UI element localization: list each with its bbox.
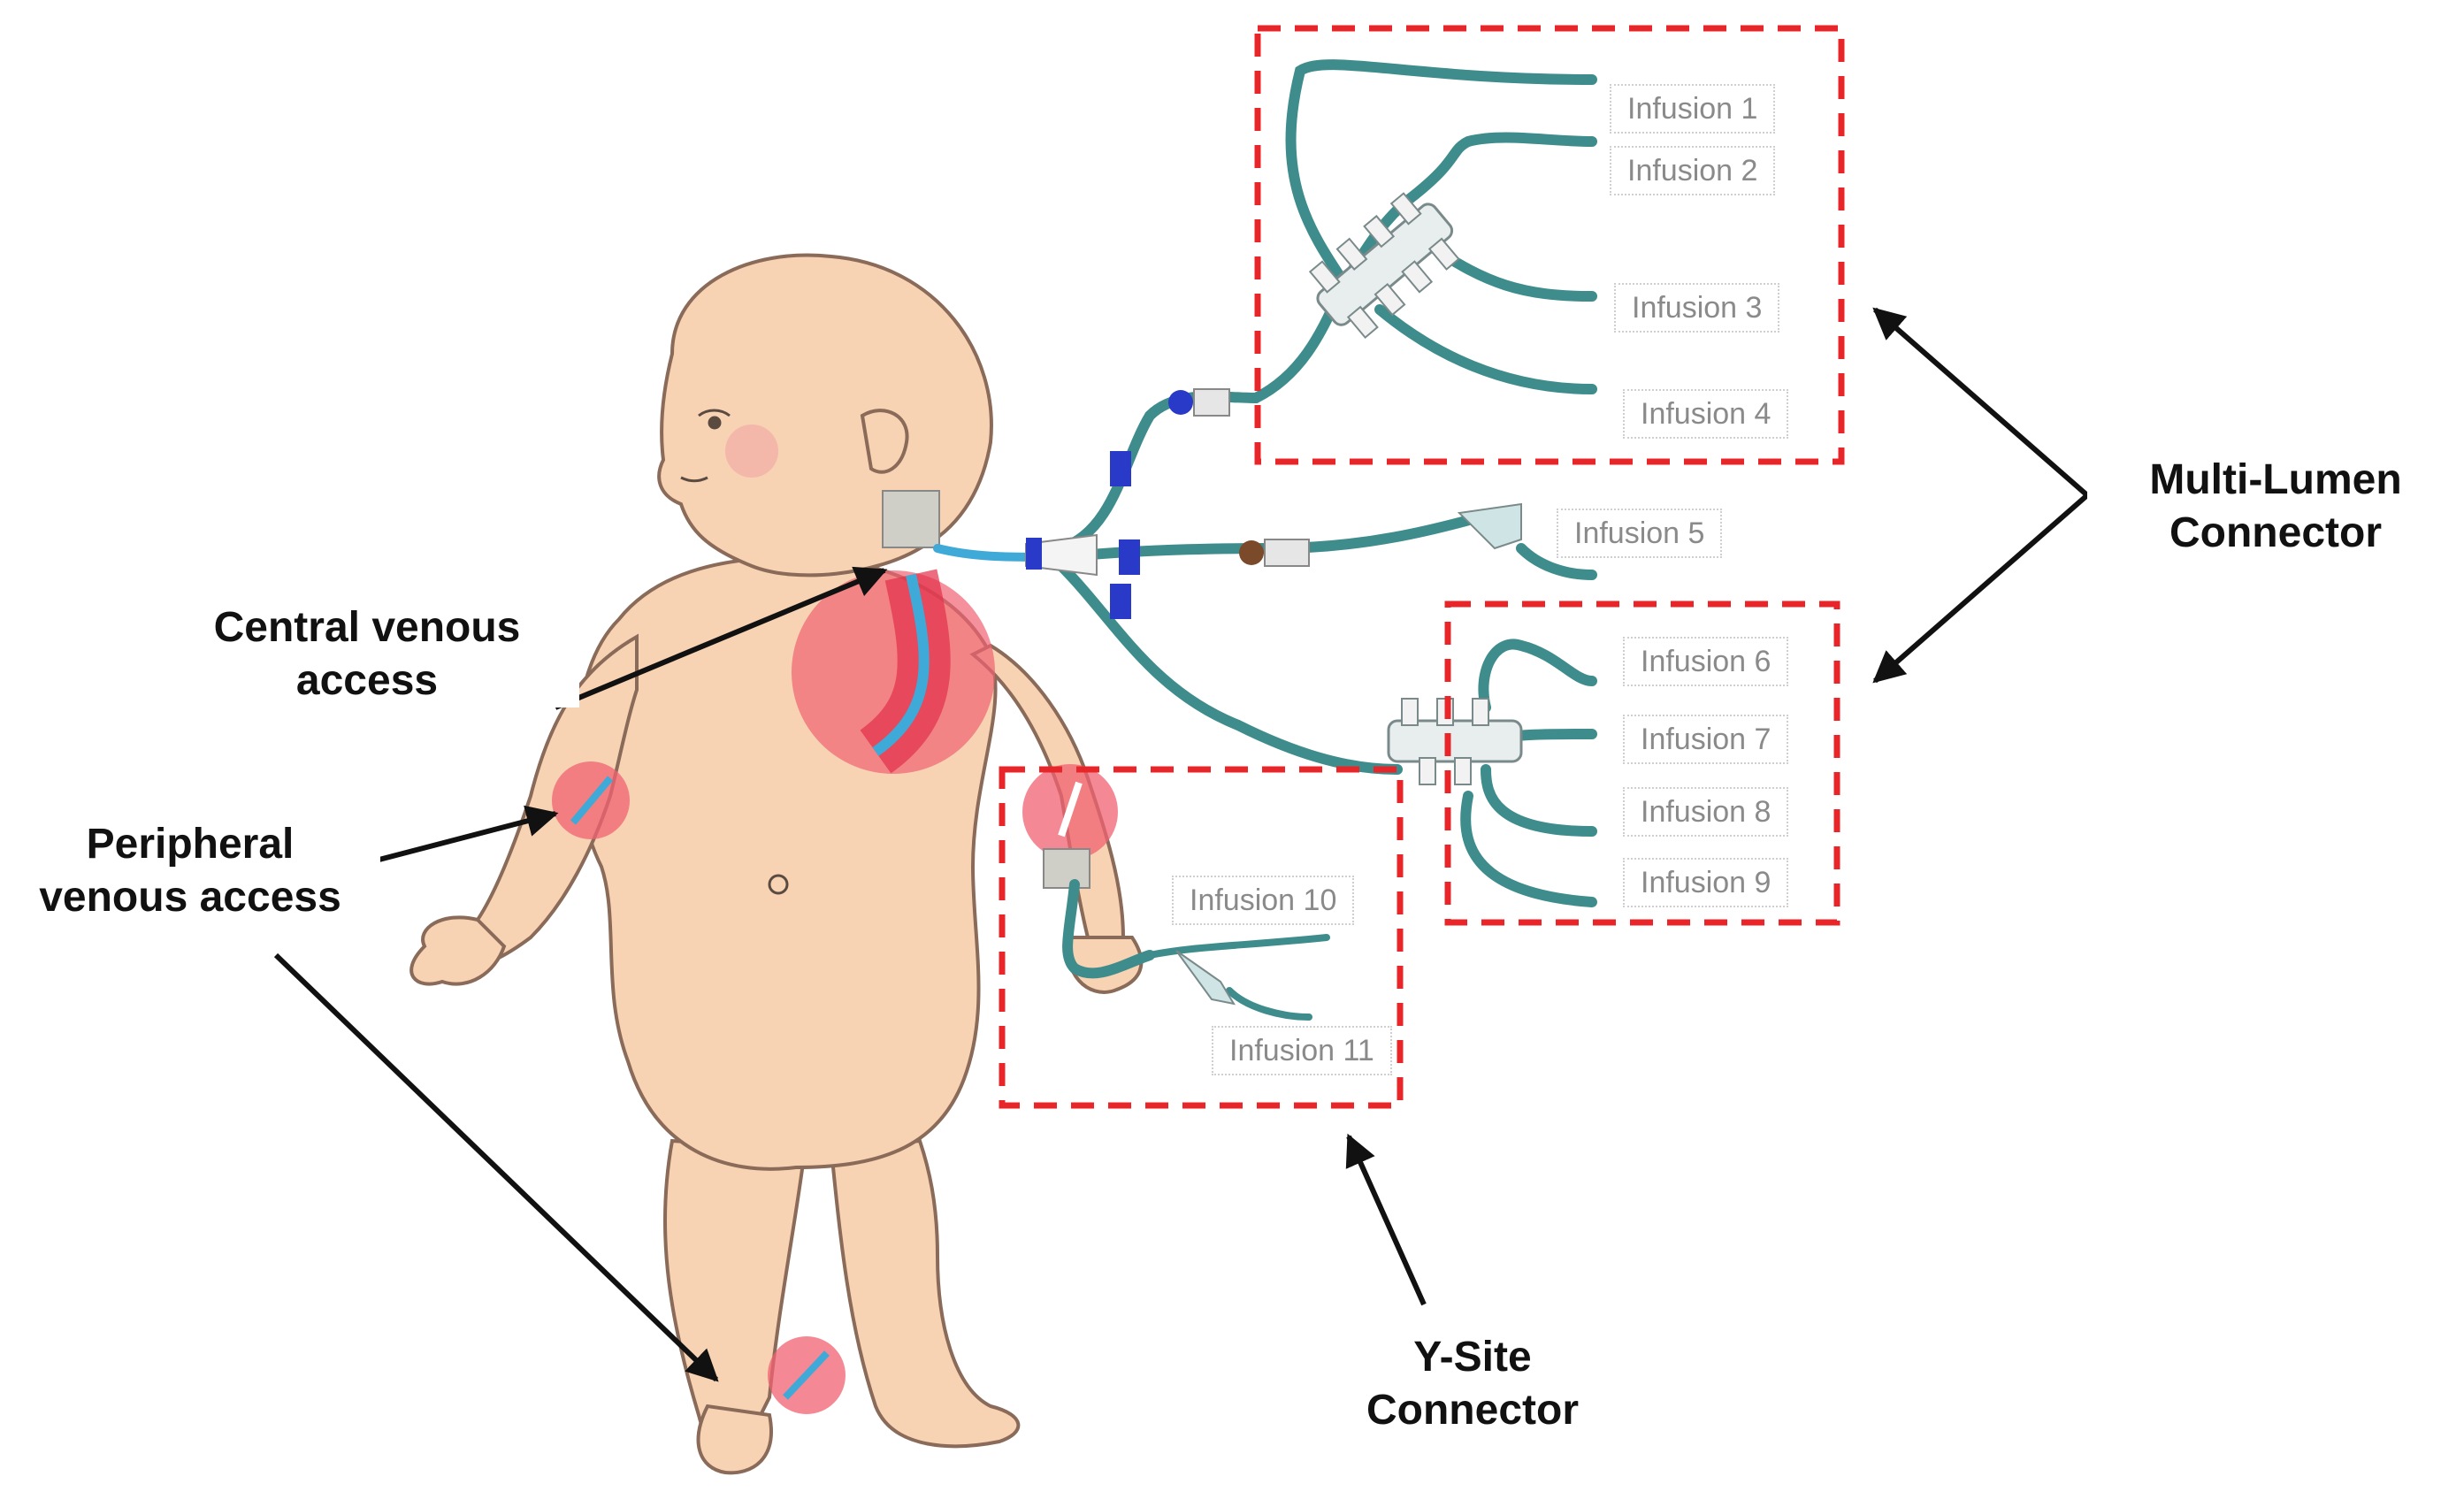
central-access-site: [792, 490, 995, 774]
label-peripheral-line1: Peripheral: [86, 821, 295, 868]
multi-lumen-box-top: [1254, 25, 1845, 465]
infusion-label-6: Infusion 6: [1623, 637, 1789, 686]
infusion-label-5: Infusion 5: [1557, 509, 1723, 558]
label-central-line1: Central venous: [213, 604, 521, 651]
label-y-site-connector: Y-Site Connector: [1265, 1331, 1680, 1437]
arrows: [273, 307, 2089, 1382]
arrow-central: [554, 566, 888, 710]
baby-figure: [409, 253, 1144, 1475]
face-details: [680, 409, 789, 895]
multi-lumen-box-bottom: [1444, 601, 1840, 926]
label-peripheral-venous-access: Peripheral venous access: [0, 818, 380, 924]
label-multi-line2: Connector: [2169, 509, 2382, 556]
label-multi-line1: Multi-Lumen: [2149, 456, 2402, 503]
label-multi-lumen-connector: Multi-Lumen Connector: [2087, 454, 2464, 560]
connector-hardware: [1025, 192, 1523, 1006]
infusion-label-10: Infusion 10: [1172, 876, 1355, 925]
label-central-venous-access: Central venous access: [155, 601, 579, 708]
peripheral-access-leg: [768, 1336, 846, 1414]
infusion-label-2: Infusion 2: [1610, 146, 1776, 195]
y-site-box: [999, 766, 1404, 1109]
label-y-line2: Connector: [1366, 1387, 1579, 1434]
dashed-boxes: [999, 25, 1845, 1109]
infusion-label-4: Infusion 4: [1623, 389, 1789, 439]
label-central-line2: access: [295, 657, 439, 704]
label-y-line1: Y-Site: [1413, 1334, 1532, 1381]
infusion-label-1: Infusion 1: [1610, 84, 1776, 134]
infusion-label-8: Infusion 8: [1623, 787, 1789, 837]
label-peripheral-line2: venous access: [39, 874, 341, 921]
arrow-multi-top: [1872, 307, 2089, 498]
peripheral-access-arm: [552, 761, 630, 839]
arrow-peripheral-arm: [351, 805, 559, 869]
infusion-label-7: Infusion 7: [1623, 715, 1789, 764]
infusion-label-11: Infusion 11: [1212, 1026, 1392, 1075]
infusion-label-9: Infusion 9: [1623, 858, 1789, 907]
cheek-blush: [725, 425, 778, 478]
arrow-multi-bottom: [1872, 493, 2089, 684]
infusion-label-3: Infusion 3: [1614, 283, 1780, 333]
arrow-peripheral-leg: [273, 952, 719, 1382]
peripheral-access-right-arm: [1022, 764, 1118, 889]
arrow-y-site: [1345, 1133, 1427, 1306]
